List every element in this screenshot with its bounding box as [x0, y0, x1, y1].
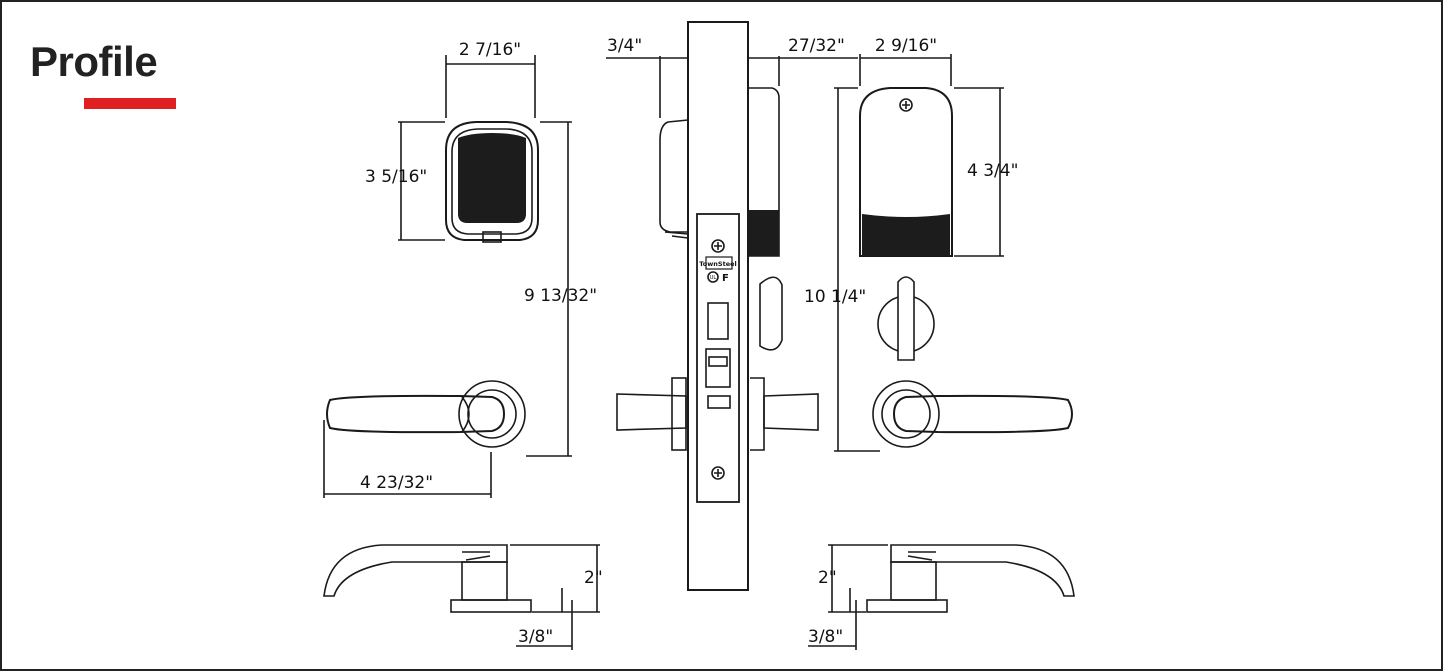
dim-label-lever-projection-right: 2" — [818, 568, 837, 588]
dim-reader-height — [398, 121, 445, 241]
dim-label-interior-height: 10 1/4" — [804, 287, 866, 307]
dim-lever-length — [323, 420, 492, 498]
dim-lever-projection-left — [510, 544, 600, 650]
interior-battery-band-side — [749, 210, 779, 256]
dim-label-escutcheon-height: 4 3/4" — [967, 161, 1018, 181]
dim-label-interior-depth: 27/32" — [788, 36, 845, 56]
title-underline — [84, 98, 176, 109]
dim-label-interior-width: 2 9/16" — [875, 36, 937, 56]
section-title: Profile — [30, 38, 158, 85]
dim-label-reader-height: 3 5/16" — [365, 167, 427, 187]
dim-interior-width — [859, 54, 952, 86]
dim-label-rose-thickness-left: 3/8" — [518, 627, 553, 647]
exterior-lever-top-view — [323, 544, 532, 613]
door-edge-side-view — [616, 21, 819, 591]
brand-mark: TownSteel — [699, 260, 737, 268]
fire-rating-mark: F — [722, 273, 729, 284]
dim-label-reader-width: 2 7/16" — [459, 40, 521, 60]
dim-label-rose-thickness-right: 3/8" — [808, 627, 843, 647]
exterior-lever-front-view — [326, 380, 526, 448]
dim-label-exterior-height: 9 13/32" — [524, 286, 597, 306]
dim-escutcheon-height — [954, 87, 1004, 257]
interior-battery-band — [862, 214, 950, 256]
dim-label-lever-length: 4 23/32" — [360, 473, 433, 493]
dim-interior-height — [834, 87, 880, 452]
dim-label-lever-projection-left: 2" — [584, 568, 603, 588]
reader-pad — [458, 133, 526, 223]
dim-reader-depth — [606, 56, 687, 118]
interior-lever-top-view — [866, 544, 1075, 613]
dim-exterior-height — [526, 121, 572, 457]
exterior-reader-front-view — [445, 121, 539, 243]
dim-reader-width — [445, 55, 536, 118]
interior-escutcheon-front-view — [859, 87, 1073, 448]
dim-lever-projection-right — [808, 544, 888, 650]
ul-mark: UL — [710, 275, 717, 281]
dim-interior-depth — [749, 56, 858, 86]
dim-label-reader-depth: 3/4" — [607, 36, 642, 56]
